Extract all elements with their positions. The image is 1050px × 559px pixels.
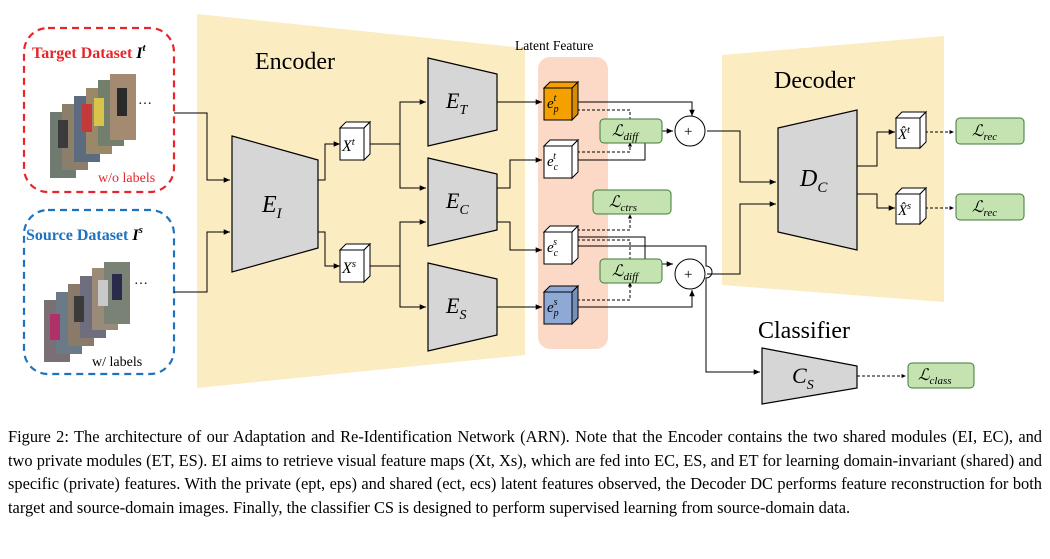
loss-class: ℒclass [907,362,975,389]
svg-text:ept: ept [547,93,559,115]
latent-ect: ect [542,138,580,180]
loss-rec-bottom: ℒrec [955,193,1025,221]
svg-text:Xt: Xt [341,136,356,155]
target-ellipsis: … [138,93,152,108]
loss-diff-top: ℒdiff [599,118,663,144]
feature-map-xs: Xs [338,242,372,284]
module-dc-label: DC [799,166,828,196]
latent-feature-region [538,57,608,349]
target-dataset-box [22,26,176,194]
svg-text:ect: ect [547,151,559,173]
latent-ept: ept [542,80,580,122]
svg-text:ℒclass: ℒclass [918,367,952,387]
svg-text:ℒctrs: ℒctrs [609,194,637,214]
recon-xs-hat: X̂s [894,186,928,226]
svg-text:ℒrec: ℒrec [972,199,997,219]
module-ei-label: EI [261,192,283,222]
classifier-label: Classifier [758,318,850,344]
plus-node-top: + [674,115,706,147]
feature-map-xt: Xt [338,120,372,162]
arn-architecture-diagram: Encoder Decoder Classifier Latent Featur… [22,14,1025,405]
svg-text:ℒdiff: ℒdiff [612,123,640,143]
module-ec-label: EC [445,188,469,218]
module-dc [777,109,858,251]
svg-text:ℒrec: ℒrec [972,123,997,143]
module-cs [761,347,858,405]
loss-connectors [577,109,954,378]
module-ec [427,157,498,247]
loss-diff-bottom: ℒdiff [599,258,663,284]
latent-ecs: ecs [542,224,580,266]
svg-text:Xs: Xs [341,258,356,277]
module-cs-label: CS [792,363,814,393]
latent-feature-label: Latent Feature [515,38,593,53]
encoder-label: Encoder [255,49,335,75]
loss-rec-top: ℒrec [955,117,1025,145]
plus-node-bottom: + [674,258,706,290]
svg-text:X̂s: X̂s [897,201,911,219]
caption-text: The architecture of our Adaptation and R… [8,427,1042,517]
caption-label: Figure 2: [8,427,69,446]
target-note: w/o labels [98,171,155,186]
svg-text:+: + [684,267,692,283]
latent-eps: eps [542,284,580,326]
svg-text:X̂t: X̂t [897,125,910,143]
source-image-stack [44,262,130,362]
svg-text:ecs: ecs [547,237,559,259]
figure-caption: Figure 2: The architecture of our Adapta… [8,425,1042,519]
module-es-label: ES [445,293,466,323]
module-et-label: ET [445,88,468,118]
svg-text:ℒdiff: ℒdiff [612,263,640,283]
svg-text:eps: eps [547,297,559,319]
decoder-label: Decoder [774,68,855,94]
module-es [427,262,498,352]
loss-ctrs: ℒctrs [592,189,672,215]
recon-xt-hat: X̂t [894,110,928,150]
source-note: w/ labels [92,355,142,370]
source-ellipsis: … [134,273,148,288]
module-ei [231,135,319,273]
target-image-stack [50,74,136,178]
module-et [427,57,498,147]
svg-text:+: + [684,124,692,140]
